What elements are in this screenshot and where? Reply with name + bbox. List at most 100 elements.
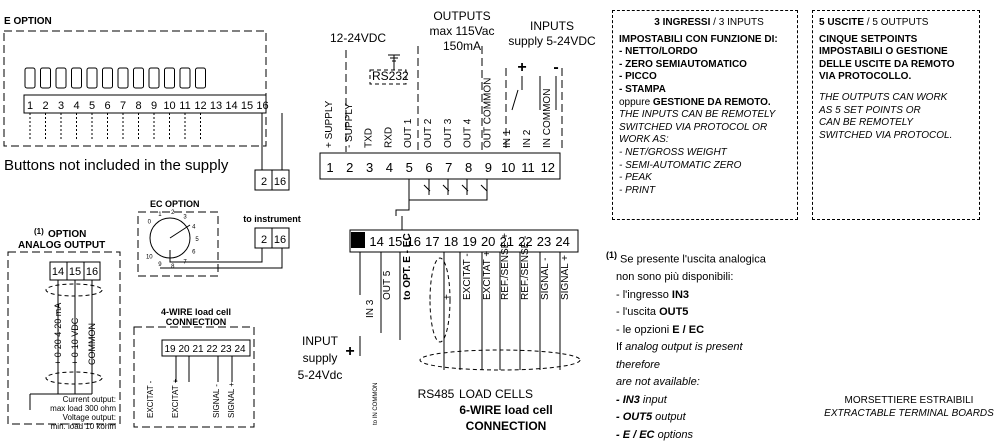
inputs-item-4: - STAMPA bbox=[619, 83, 666, 95]
bottom-terminal-17: 17 bbox=[425, 234, 439, 249]
analog-note-2: Voltage output: bbox=[63, 413, 116, 422]
inputs-en-5: - SEMI-AUTOMATIC ZERO bbox=[619, 159, 742, 171]
footnote-en-item1: input bbox=[639, 393, 667, 406]
morsettiere-line-2: EXTRACTABLE TERMINAL BOARDS bbox=[824, 407, 994, 419]
footnote-en-item2-bold: - OUT5 bbox=[616, 411, 653, 424]
four-wire-frame bbox=[133, 326, 255, 428]
load-cells-label: LOAD CELLS bbox=[459, 387, 533, 401]
analog-terminal-15: 15 bbox=[69, 266, 81, 278]
top-label-4: OUT 1 bbox=[403, 118, 414, 148]
footnote-en-1: If bbox=[616, 341, 626, 354]
footnote-en-1-it: analog output is present bbox=[625, 341, 743, 354]
ec-dial-number-4: 4 bbox=[192, 224, 196, 230]
inputs-item-2: - ZERO SEMIAUTOMATICO bbox=[619, 58, 747, 70]
bottom-terminal-13: 13 bbox=[354, 238, 363, 247]
bottom-terminal-22: 22 bbox=[518, 234, 532, 249]
ec-option-frame bbox=[137, 211, 219, 277]
bottom-label-1: OUT 5 bbox=[382, 270, 393, 300]
outputs-bold-1: CINQUE SETPOINTS bbox=[819, 33, 918, 45]
bottom-label-2: to OPT. E - EC bbox=[402, 233, 413, 300]
top-label-11: IN COMMON bbox=[542, 89, 553, 148]
bottom-terminal-19: 19 bbox=[462, 234, 476, 249]
four-wire-label-3: SIGNAL + bbox=[227, 382, 236, 418]
four-wire-label-1: EXCITAT + bbox=[171, 378, 180, 418]
outputs-en-1: THE OUTPUTS CAN WORK bbox=[819, 91, 948, 103]
e-option-frame bbox=[3, 30, 267, 147]
footnote-marker: (1) bbox=[606, 250, 617, 260]
six-wire-title-2: CONNECTION bbox=[466, 419, 547, 433]
top-terminal-4: 4 bbox=[386, 160, 393, 175]
input-title-1: INPUT bbox=[302, 334, 339, 348]
footnote-it-1: Se presente l'uscita analogica bbox=[617, 253, 766, 266]
to-instrument-lower-2: 2 bbox=[261, 234, 267, 246]
ec-dial-number-7: 7 bbox=[183, 259, 187, 265]
four-wire-title-1: 4-WIRE load cell bbox=[161, 307, 231, 317]
analog-label-2: COMMON bbox=[87, 323, 97, 365]
top-label-5: OUT 2 bbox=[423, 118, 434, 148]
ec-dial-number-5: 5 bbox=[195, 237, 199, 243]
analog-note-0: Current output: bbox=[63, 395, 116, 404]
four-wire-title-2: CONNECTION bbox=[166, 317, 227, 327]
ec-dial bbox=[149, 217, 191, 259]
ec-dial-number-3: 3 bbox=[183, 215, 187, 221]
top-terminal-7: 7 bbox=[445, 160, 452, 175]
footnote-en-3: are not available: bbox=[616, 376, 700, 389]
bottom-label-6: EXCITAT + bbox=[482, 251, 493, 300]
inputs-title-rest: / 3 INPUTS bbox=[710, 17, 764, 28]
top-label-6: OUT 3 bbox=[443, 118, 454, 148]
top-label-10: IN 2 bbox=[522, 129, 533, 148]
inputs-item-3: - PICCO bbox=[619, 71, 657, 83]
ec-dial-number-8: 8 bbox=[171, 264, 175, 270]
input-plus-sign: + bbox=[345, 343, 354, 360]
four-wire-label-2: SIGNAL - bbox=[212, 384, 221, 418]
bottom-label-3: - bbox=[425, 297, 436, 300]
bottom-label-8: REF./SENSE - bbox=[520, 236, 531, 300]
outputs-title-1: OUTPUTS bbox=[433, 9, 490, 23]
top-terminal-3: 3 bbox=[366, 160, 373, 175]
e-terminal-4: 4 bbox=[73, 100, 79, 112]
top-terminal-5: 5 bbox=[406, 160, 413, 175]
e-push-button-12 bbox=[195, 67, 206, 89]
inputs-title-1: INPUTS bbox=[530, 19, 574, 33]
bottom-label-7: REF./SENSE + bbox=[500, 233, 511, 300]
inputs-box-text: 3 INGRESSI / 3 INPUTS IMPOSTABILI CON FU… bbox=[619, 17, 799, 197]
four-wire-terminal-21: 21 bbox=[192, 344, 204, 355]
top-label-1: - SUPPLY bbox=[344, 103, 355, 148]
e-terminal-6: 6 bbox=[104, 100, 110, 112]
inputs-box bbox=[612, 10, 798, 220]
e-terminal-14: 14 bbox=[225, 100, 237, 112]
bottom-label-10: SIGNAL + bbox=[560, 255, 571, 300]
e-option-title: E OPTION bbox=[4, 16, 52, 27]
four-wire-terminal-19: 19 bbox=[164, 344, 176, 355]
ec-dial-number-2: 2 bbox=[171, 210, 175, 216]
top-terminal-12: 12 bbox=[541, 160, 555, 175]
footnote-en-item3: options bbox=[654, 428, 694, 441]
analog-label-0: + 0-20 4-20 mA bbox=[53, 303, 63, 365]
e-terminal-13: 13 bbox=[210, 100, 222, 112]
e-push-button-5 bbox=[86, 67, 98, 89]
footnote-en-item2: output bbox=[652, 411, 686, 424]
footnote-en-2: therefore bbox=[616, 358, 661, 371]
bottom-label-5: EXCITAT - bbox=[462, 253, 473, 300]
e-push-button-11 bbox=[179, 67, 191, 89]
footnote-it-item2-bold: OUT5 bbox=[659, 306, 689, 319]
outputs-title-2: max 115Vac bbox=[430, 24, 495, 38]
inputs-item-1: - NETTO/LORDO bbox=[619, 46, 698, 58]
outputs-bold-3: DELLE USCITE DA REMOTO bbox=[819, 58, 955, 70]
outputs-title-rest: / 5 OUTPUTS bbox=[864, 17, 929, 28]
top-terminal-6: 6 bbox=[425, 160, 432, 175]
bottom-label-4: + bbox=[442, 294, 453, 300]
input-title-3: 5-24Vdc bbox=[298, 368, 343, 382]
analog-note-3: min. load 10 kohm bbox=[51, 422, 117, 431]
terminal-13-marker bbox=[351, 232, 365, 248]
top-terminal-11: 11 bbox=[521, 160, 535, 175]
e-push-button-7 bbox=[117, 67, 129, 89]
top-label-8: OUT COMMON bbox=[482, 78, 493, 148]
six-wire-title-1: 6-WIRE load cell bbox=[459, 403, 552, 417]
footnote-it-item2: - l'uscita bbox=[616, 306, 660, 319]
e-terminal-5: 5 bbox=[89, 100, 95, 112]
footnote-it-2: non sono più disponibili: bbox=[616, 271, 734, 284]
e-push-button-2 bbox=[40, 67, 51, 89]
top-terminal-9: 9 bbox=[485, 160, 492, 175]
